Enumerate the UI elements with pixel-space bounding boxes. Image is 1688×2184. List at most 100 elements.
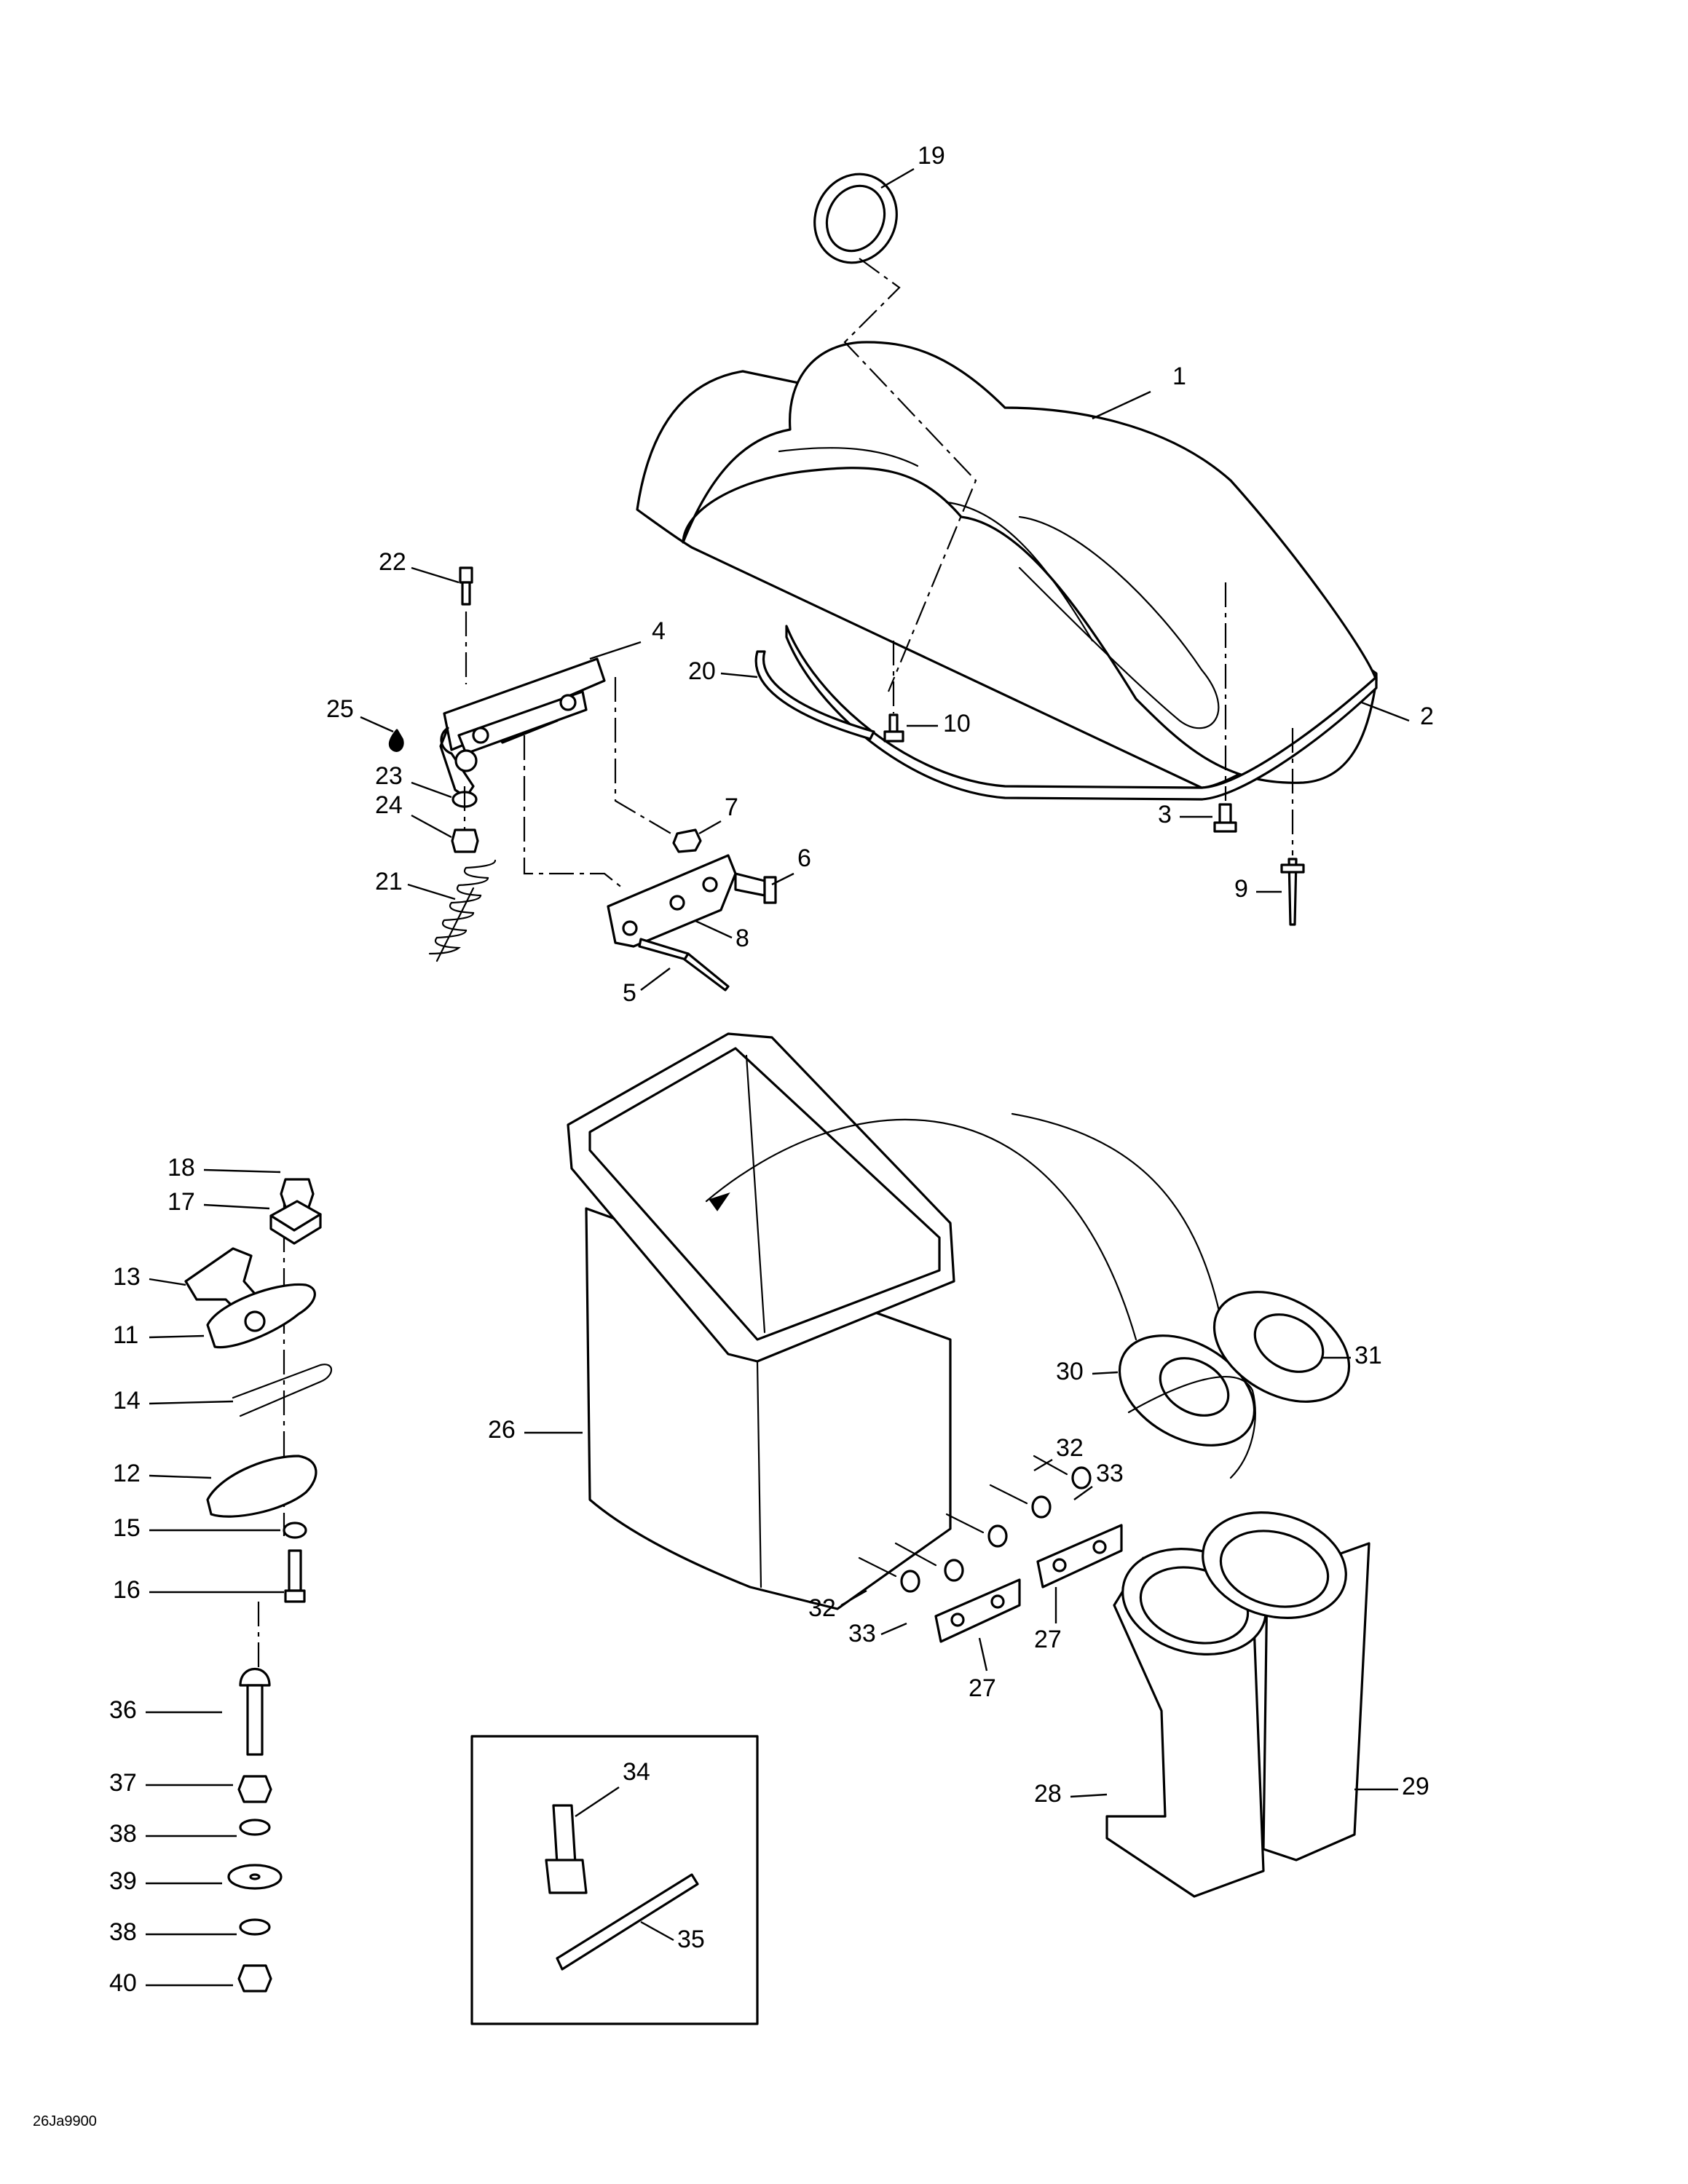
callout-32a: 32 xyxy=(808,1594,836,1622)
callout-26: 26 xyxy=(488,1416,516,1444)
callout-22: 22 xyxy=(379,548,406,576)
leader-line-20 xyxy=(720,672,758,678)
leader-line-7 xyxy=(698,820,722,835)
callout-9: 9 xyxy=(1234,875,1248,903)
callout-2: 2 xyxy=(1420,703,1434,730)
wire-14 xyxy=(232,1364,333,1417)
callout-35: 35 xyxy=(677,1926,705,1953)
square-nut-17 xyxy=(269,1200,322,1245)
seat-cover xyxy=(636,341,1378,789)
leader-line-21 xyxy=(407,883,456,901)
washer-15 xyxy=(283,1522,307,1539)
bolt-6 xyxy=(734,872,777,904)
callout-5: 5 xyxy=(623,979,636,1007)
nut-37 xyxy=(237,1775,272,1803)
washer-39 xyxy=(227,1864,283,1890)
leader-line-30 xyxy=(1092,1371,1119,1375)
leader-line-27a xyxy=(978,1637,988,1671)
callout-14: 14 xyxy=(113,1387,141,1415)
callout-31: 31 xyxy=(1354,1342,1382,1369)
plate-11 xyxy=(206,1283,316,1349)
leader-line-4 xyxy=(589,641,642,660)
callout-34: 34 xyxy=(623,1758,650,1786)
leader-line-6 xyxy=(771,872,794,886)
catch-12 xyxy=(206,1455,318,1518)
holder-29 xyxy=(1202,1511,1370,1861)
leader-line-28 xyxy=(1070,1793,1108,1798)
screw-3 xyxy=(1213,803,1237,833)
callout-21: 21 xyxy=(375,868,403,895)
callout-20: 20 xyxy=(688,657,716,685)
rivets-32-33 xyxy=(858,1455,1092,1593)
callout-33b: 33 xyxy=(1096,1460,1124,1487)
seat-pan xyxy=(785,625,1378,801)
strap-20 xyxy=(754,650,875,740)
washer-38-top xyxy=(239,1819,271,1836)
holder-28 xyxy=(1105,1548,1267,1898)
callout-11: 11 xyxy=(113,1321,138,1349)
callout-7: 7 xyxy=(725,794,738,821)
callout-32b: 32 xyxy=(1056,1434,1084,1462)
plate-8 xyxy=(607,854,737,948)
leader-line-24 xyxy=(411,814,452,839)
rod-35 xyxy=(556,1873,699,1971)
callout-1: 1 xyxy=(1172,363,1186,390)
leader-line-25 xyxy=(360,716,394,733)
seal-19 xyxy=(813,173,898,264)
callout-4: 4 xyxy=(652,617,666,645)
leader-line-23 xyxy=(411,781,452,799)
callout-18: 18 xyxy=(167,1154,195,1182)
figure-code: 26Ja9900 xyxy=(33,2113,97,2129)
grease-25 xyxy=(388,729,404,752)
leader-line-32b xyxy=(1033,1458,1053,1472)
callout-36: 36 xyxy=(109,1696,137,1724)
leader-line-14 xyxy=(149,1400,234,1405)
tool-kit-box xyxy=(470,1735,759,2025)
callout-6: 6 xyxy=(797,844,811,872)
leader-line-18 xyxy=(203,1168,281,1174)
callout-12: 12 xyxy=(113,1460,141,1487)
leader-line-33a xyxy=(880,1622,907,1636)
leader-line-13 xyxy=(149,1278,186,1286)
callout-19: 19 xyxy=(918,142,945,170)
callout-17: 17 xyxy=(167,1188,195,1216)
callout-10: 10 xyxy=(943,710,971,737)
callout-8: 8 xyxy=(735,925,749,952)
leader-line-33b xyxy=(1073,1486,1093,1500)
leader-line-8 xyxy=(695,919,733,939)
leader-line-1 xyxy=(1092,390,1151,420)
leader-line-34 xyxy=(575,1787,620,1817)
callout-24: 24 xyxy=(375,791,403,819)
callout-3: 3 xyxy=(1158,801,1172,828)
leader-line-22 xyxy=(411,566,460,584)
callout-30: 30 xyxy=(1056,1358,1084,1385)
callout-25: 25 xyxy=(326,695,354,723)
callout-39: 39 xyxy=(109,1867,137,1895)
rivet-9 xyxy=(1280,858,1305,926)
callout-29: 29 xyxy=(1402,1773,1429,1800)
callout-15: 15 xyxy=(113,1514,141,1542)
callout-37: 37 xyxy=(109,1769,137,1797)
spring-21 xyxy=(428,859,497,962)
leader-line-35 xyxy=(640,1920,674,1942)
leader-line-5 xyxy=(640,968,671,991)
callout-27b: 27 xyxy=(1034,1626,1062,1653)
storage-bin-26 xyxy=(567,1032,955,1610)
callout-28: 28 xyxy=(1034,1780,1062,1808)
callout-16: 16 xyxy=(113,1576,141,1604)
bolt-16 xyxy=(284,1549,306,1603)
tool-34 xyxy=(545,1804,588,1894)
leader-line-17 xyxy=(203,1203,270,1210)
rivet-5 xyxy=(638,938,730,992)
leader-line-12 xyxy=(149,1474,212,1479)
strip-27-right xyxy=(1036,1524,1123,1588)
cap-31 xyxy=(1212,1291,1351,1403)
callout-40: 40 xyxy=(109,1969,137,1997)
callout-27a: 27 xyxy=(969,1674,996,1702)
nut-24 xyxy=(451,828,479,853)
strip-27-left xyxy=(934,1578,1021,1643)
stopper-36 xyxy=(239,1667,271,1756)
screw-10 xyxy=(883,713,904,743)
callout-23: 23 xyxy=(375,762,403,790)
callout-33a: 33 xyxy=(848,1620,876,1647)
